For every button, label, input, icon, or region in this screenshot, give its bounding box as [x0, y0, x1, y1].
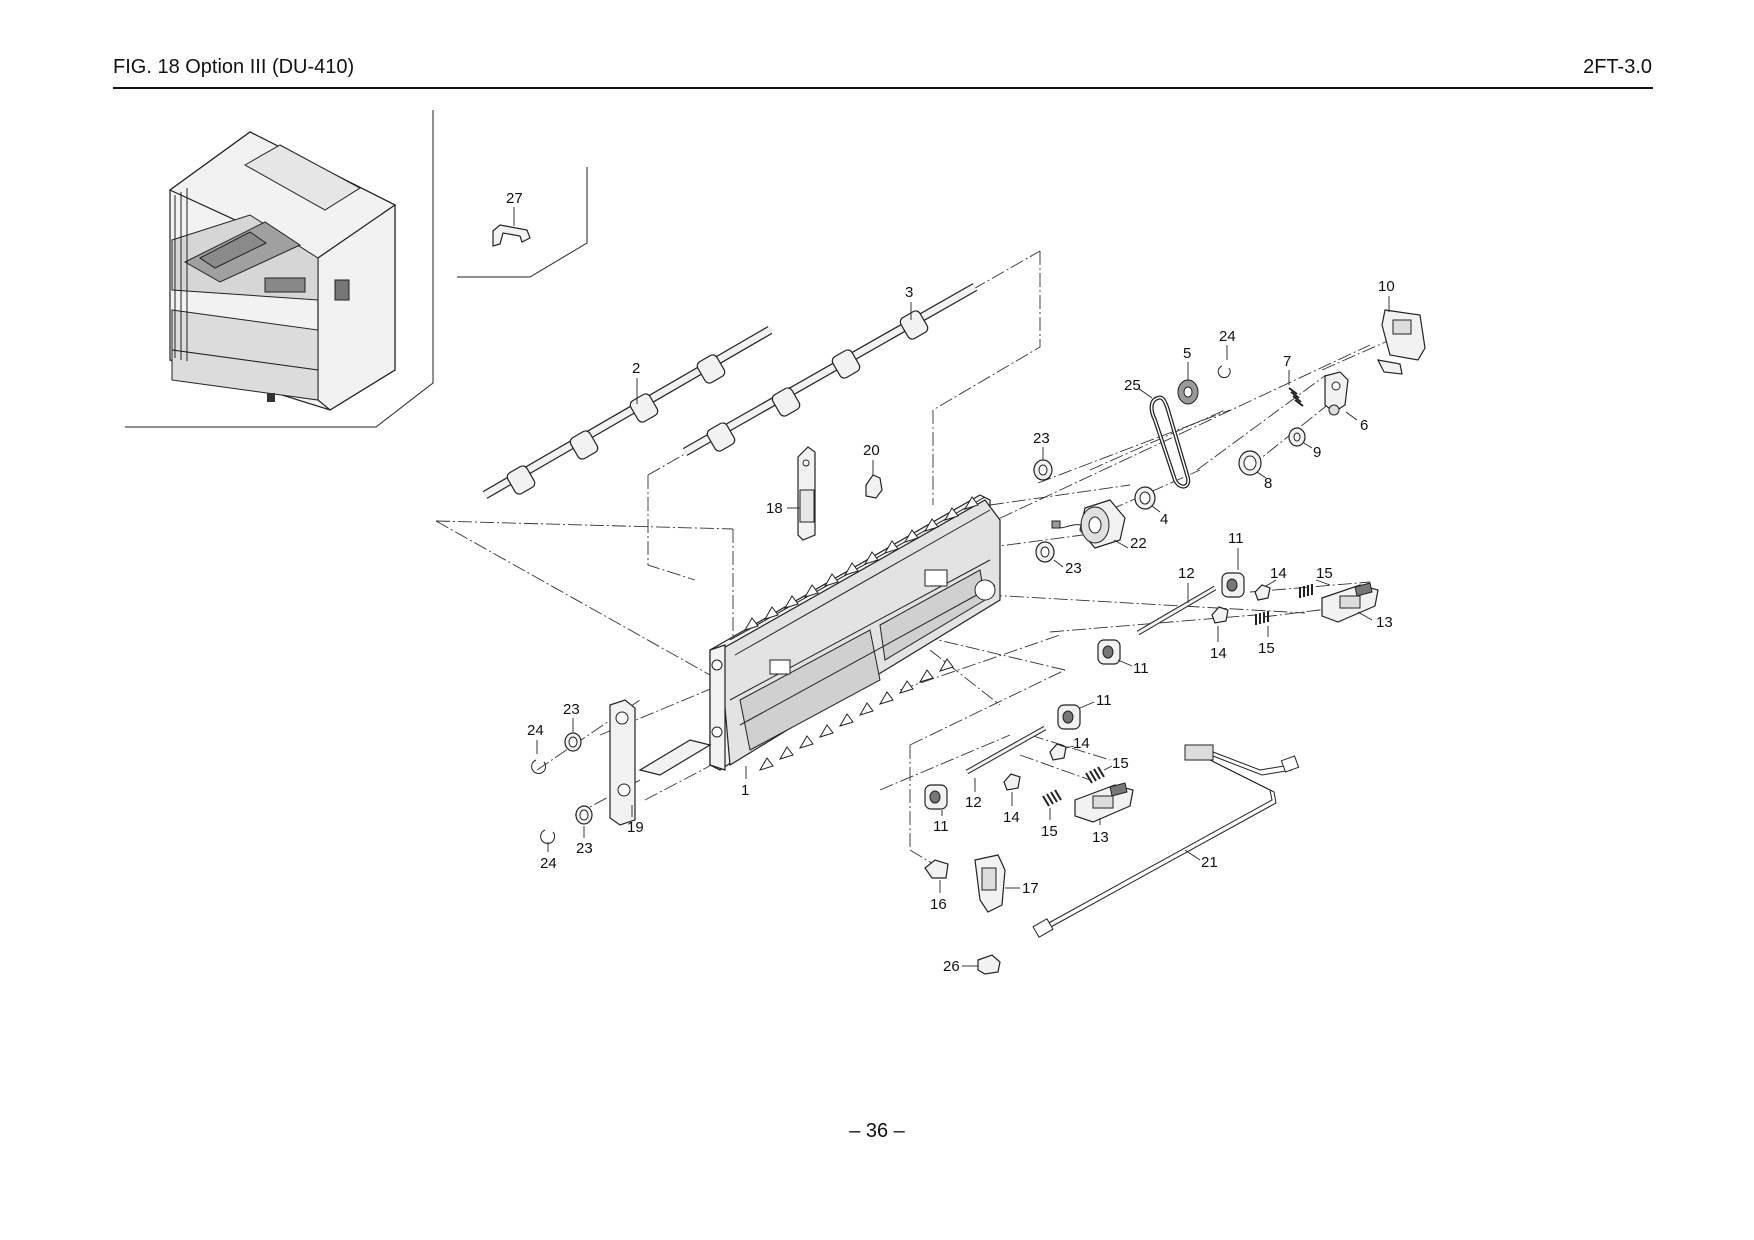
roller-11-lower-upper: 11 — [1057, 692, 1112, 730]
callout-19: 19 — [627, 819, 644, 836]
bushing-9: 9 — [1288, 427, 1321, 461]
roller-11-mid: 11 — [1097, 639, 1149, 677]
lever-13-lower: 13 — [1074, 782, 1134, 846]
spring-15-lower-b: 15 — [1041, 789, 1062, 840]
machine-overview-inset — [125, 110, 434, 428]
callout-15d: 15 — [1041, 823, 1058, 840]
clip-20: 20 — [863, 442, 883, 499]
part-27-group: 27 — [457, 167, 588, 278]
holder-14-lower-a: 14 — [1049, 735, 1090, 761]
document-code: 2FT-3.0 — [1583, 56, 1652, 78]
spring-15-upper-b: 15 — [1255, 611, 1275, 657]
holder-17: 17 — [974, 854, 1039, 913]
callout-2: 2 — [632, 360, 640, 377]
callout-27: 27 — [506, 190, 523, 207]
callout-20: 20 — [863, 442, 880, 459]
duplex-frame-1: 1 — [709, 494, 1001, 799]
callout-24b: 24 — [540, 855, 557, 872]
callout-10: 10 — [1378, 278, 1395, 295]
motor-22: 22 — [1051, 499, 1147, 552]
holder-14-upper-b: 14 — [1210, 606, 1229, 662]
callout-23c: 23 — [1033, 430, 1050, 447]
roller-11-lower: 11 — [924, 784, 949, 835]
wire-harness-21: 21 — [1032, 744, 1300, 938]
shaft-12-lower: 12 — [965, 725, 1047, 811]
e-ring-24-left-lower: 24 — [540, 829, 557, 872]
callout-9: 9 — [1313, 444, 1321, 461]
callout-14b: 14 — [1210, 645, 1227, 662]
callout-18: 18 — [766, 500, 783, 517]
shaft-12-upper: 12 — [1136, 565, 1217, 636]
callout-14c: 14 — [1073, 735, 1090, 752]
callout-6: 6 — [1360, 417, 1368, 434]
callout-23b: 23 — [576, 840, 593, 857]
callout-14a: 14 — [1270, 565, 1287, 582]
callout-4: 4 — [1160, 511, 1168, 528]
callout-8: 8 — [1264, 475, 1272, 492]
spring-15-upper-a: 15 — [1299, 565, 1333, 598]
callout-13b: 13 — [1092, 829, 1109, 846]
callout-11b: 11 — [1133, 660, 1149, 677]
page-number: – 36 – — [849, 1120, 905, 1142]
bracket-18: 18 — [766, 446, 816, 541]
e-ring-24-upper: 24 — [1217, 328, 1236, 379]
callout-12b: 12 — [965, 794, 982, 811]
callout-3: 3 — [905, 284, 913, 301]
callout-14d: 14 — [1003, 809, 1020, 826]
spring-15-lower-a: 15 — [1085, 755, 1129, 784]
bushing-23-left-lower: 23 — [575, 805, 593, 857]
bracket-10: 10 — [1376, 278, 1426, 375]
callout-23d: 23 — [1065, 560, 1082, 577]
callout-24a: 24 — [527, 722, 544, 739]
callout-17: 17 — [1022, 880, 1039, 897]
bearing-8: 8 — [1238, 450, 1272, 492]
callout-11a: 11 — [1228, 530, 1244, 547]
callout-11c: 11 — [1096, 692, 1112, 709]
holder-14-upper-a: 14 — [1254, 565, 1287, 601]
bracket-6: 6 — [1324, 371, 1368, 434]
header-rule — [113, 87, 1653, 89]
roller-11-upper: 11 — [1221, 530, 1245, 598]
callout-13a: 13 — [1376, 614, 1393, 631]
callout-11d: 11 — [933, 818, 949, 835]
callout-23a: 23 — [563, 701, 580, 718]
callout-16: 16 — [930, 896, 947, 913]
callout-15a: 15 — [1316, 565, 1333, 582]
figure-title: FIG. 18 Option III (DU-410) — [113, 56, 355, 78]
callout-15b: 15 — [1258, 640, 1275, 657]
callout-25: 25 — [1124, 377, 1141, 394]
pulley-gear-5: 5 — [1177, 345, 1199, 405]
callout-7: 7 — [1283, 353, 1291, 370]
callout-22: 22 — [1130, 535, 1147, 552]
feed-roller-shaft-2: 2 — [482, 326, 773, 499]
bushing-23-middle: 23 — [1035, 541, 1082, 577]
holder-14-lower-b: 14 — [1003, 773, 1021, 826]
feed-roller-shaft-3: 3 — [682, 283, 978, 456]
lever-13-upper: 13 — [1321, 582, 1393, 631]
bushing-23-left-upper: 23 — [563, 701, 582, 752]
callout-5: 5 — [1183, 345, 1191, 362]
callout-1: 1 — [741, 782, 749, 799]
bushing-23-upper: 23 — [1033, 430, 1053, 481]
side-plate-19: 19 — [609, 699, 712, 836]
callout-15c: 15 — [1112, 755, 1129, 772]
spring-7: 7 — [1283, 353, 1304, 407]
callout-12a: 12 — [1178, 565, 1195, 582]
callout-24c: 24 — [1219, 328, 1236, 345]
timing-belt-25: 25 — [1124, 377, 1191, 489]
callout-26: 26 — [943, 958, 960, 975]
callout-21: 21 — [1201, 854, 1218, 871]
bearing-4: 4 — [1134, 486, 1168, 528]
sensor-16: 16 — [924, 859, 949, 913]
clip-26: 26 — [943, 954, 1001, 975]
e-ring-24-left-upper: 24 — [527, 722, 547, 774]
